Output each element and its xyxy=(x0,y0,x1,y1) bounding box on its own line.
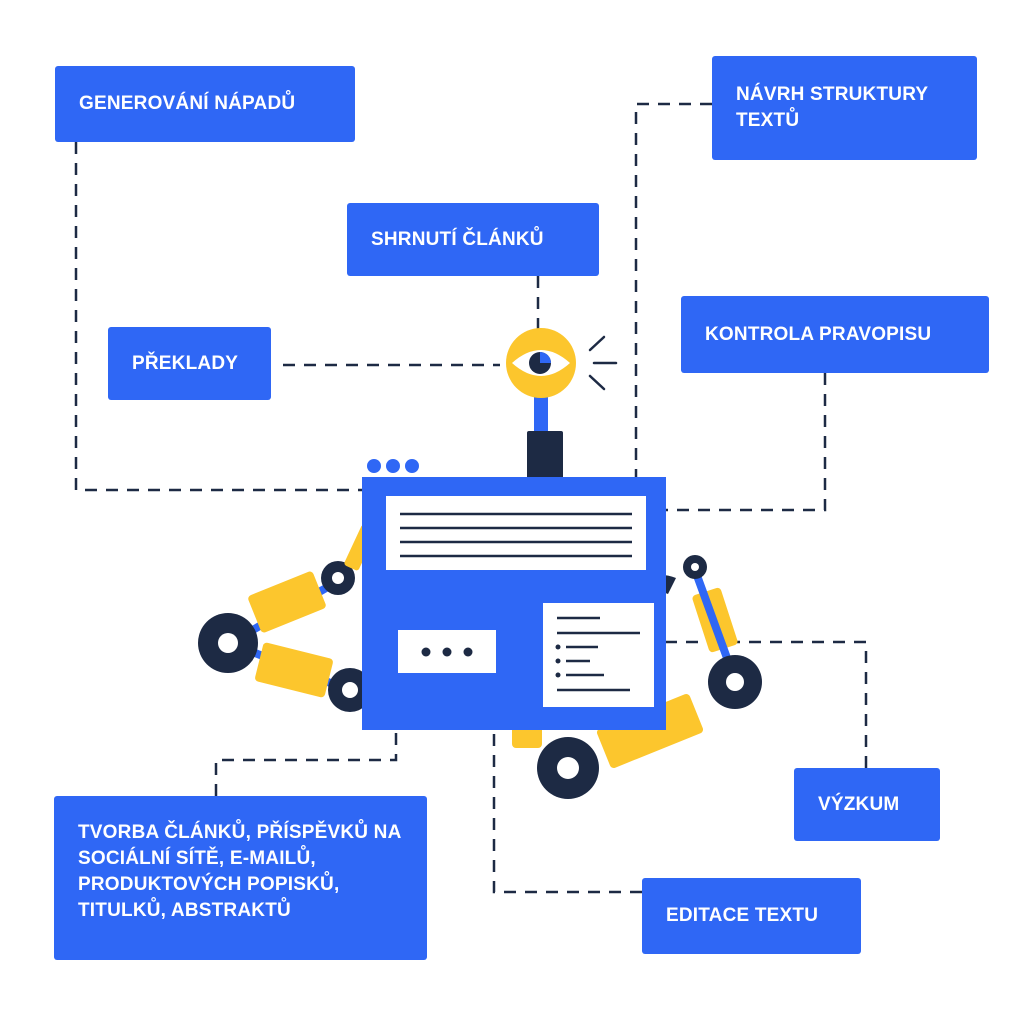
label-text-structure-text: NÁVRH STRUKTURY TEXTŮ xyxy=(736,84,928,131)
eye-icon xyxy=(506,328,576,398)
label-content-creation: TVORBA ČLÁNKŮ, PŘÍSPĚVKŮ NA SOCIÁLNÍ SÍT… xyxy=(54,796,427,960)
connector-research xyxy=(666,640,868,768)
label-text-editing: EDITACE TEXTU xyxy=(642,878,861,954)
left-arm xyxy=(198,512,377,712)
window-list-panel xyxy=(543,603,654,707)
label-text-structure: NÁVRH STRUKTURY TEXTŮ xyxy=(712,56,977,160)
label-article-summary: SHRNUTÍ ČLÁNKŮ xyxy=(347,203,599,276)
label-research-text: VÝZKUM xyxy=(818,793,900,815)
label-article-summary-text: SHRNUTÍ ČLÁNKŮ xyxy=(371,228,544,250)
label-translations: PŘEKLADY xyxy=(108,327,271,400)
label-idea-generation-text: GENEROVÁNÍ NÁPADŮ xyxy=(79,93,296,114)
window-dots xyxy=(367,459,419,473)
connector-spelling xyxy=(666,373,827,512)
label-spell-check: KONTROLA PRAVOPISU xyxy=(681,296,989,373)
label-spell-check-text: KONTROLA PRAVOPISU xyxy=(705,323,932,345)
label-research: VÝZKUM xyxy=(794,768,940,841)
window-text-panel xyxy=(386,496,646,570)
eye-sparkle-lines xyxy=(588,335,618,391)
antenna-base xyxy=(527,431,563,479)
label-text-editing-text: EDITACE TEXTU xyxy=(666,905,819,926)
connector-ideas xyxy=(74,142,362,492)
connector-editing xyxy=(492,728,642,894)
label-translations-text: PŘEKLADY xyxy=(132,352,239,374)
label-idea-generation: GENEROVÁNÍ NÁPADŮ xyxy=(55,66,355,142)
connector-structure xyxy=(634,102,712,478)
connector-creation xyxy=(214,730,398,796)
label-content-creation-text: TVORBA ČLÁNKŮ, PŘÍSPĚVKŮ NA SOCIÁLNÍ SÍT… xyxy=(78,822,401,921)
more-dots-icon xyxy=(398,630,496,673)
